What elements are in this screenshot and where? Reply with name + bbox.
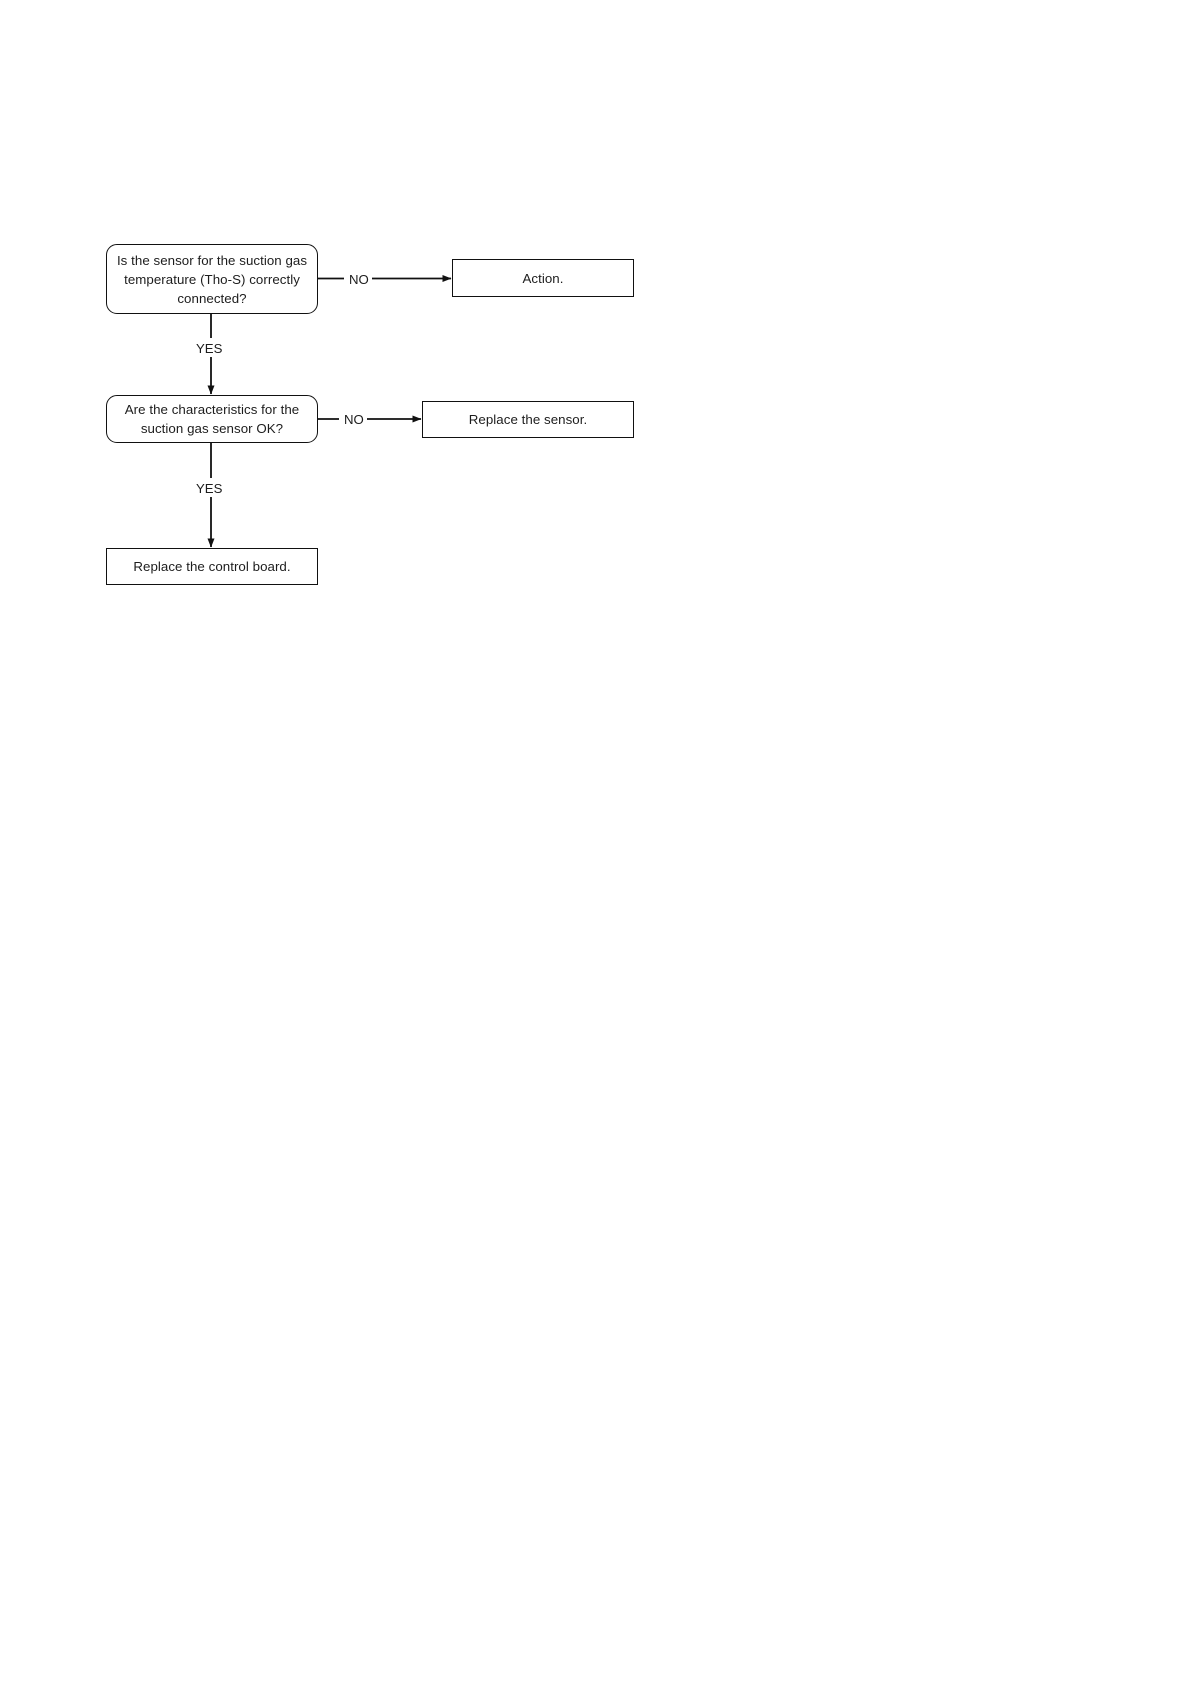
process-node-replace-control-board-label: Replace the control board. (133, 559, 291, 574)
edge-label-yes-2: YES (193, 480, 226, 497)
edge-label-yes-1: YES (193, 340, 226, 357)
edge-label-no-2: NO (341, 411, 367, 428)
decision-node-sensor-connected[interactable]: Is the sensor for the suction gas temper… (106, 244, 318, 314)
decision-node-sensor-characteristics[interactable]: Are the characteristics for the suction … (106, 395, 318, 443)
decision-node-sensor-characteristics-label: Are the characteristics for the suction … (124, 402, 300, 436)
edge-label-no-1: NO (346, 271, 372, 288)
process-node-replace-sensor-label: Replace the sensor. (468, 412, 588, 427)
process-node-replace-control-board[interactable]: Replace the control board. (106, 548, 318, 585)
process-node-action[interactable]: Action. (452, 259, 634, 297)
decision-node-sensor-connected-label: Is the sensor for the suction gas temper… (116, 252, 308, 306)
process-node-action-label: Action. (522, 270, 564, 286)
process-node-replace-sensor[interactable]: Replace the sensor. (422, 401, 634, 438)
